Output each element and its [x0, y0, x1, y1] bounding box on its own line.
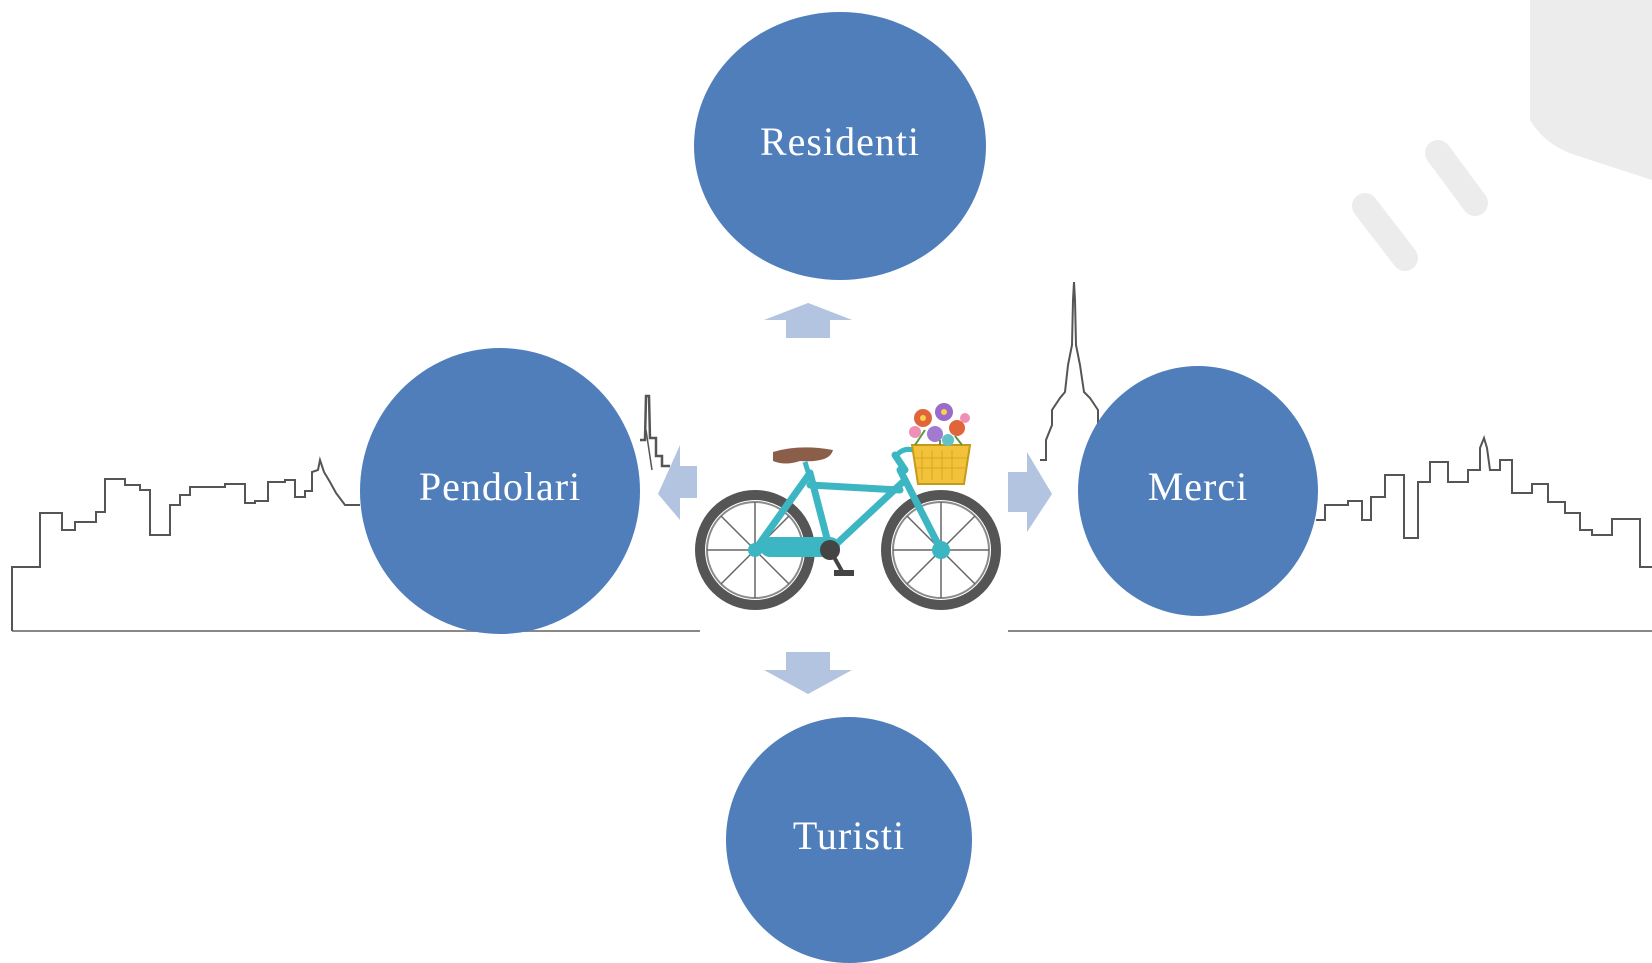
right-city-skyline — [1008, 281, 1652, 632]
arrow-right-to-merci — [1008, 452, 1052, 532]
arrow-down-to-turisti — [764, 652, 852, 694]
node-turisti-label: Turisti — [793, 813, 905, 858]
bicycle-with-flower-basket-icon — [695, 403, 1001, 610]
logo-watermark-icon — [1352, 0, 1652, 271]
left-city-skyline — [11, 394, 700, 632]
node-merci-label: Merci — [1148, 464, 1249, 509]
arrow-left-to-pendolari — [658, 445, 697, 520]
node-pendolari: Pendolari — [360, 348, 640, 634]
node-residenti-label: Residenti — [760, 119, 920, 164]
node-residenti: Residenti — [694, 12, 986, 280]
node-merci: Merci — [1078, 366, 1318, 616]
arrow-up-to-residenti — [764, 303, 852, 338]
node-pendolari-label: Pendolari — [419, 464, 581, 509]
node-turisti: Turisti — [726, 717, 972, 963]
